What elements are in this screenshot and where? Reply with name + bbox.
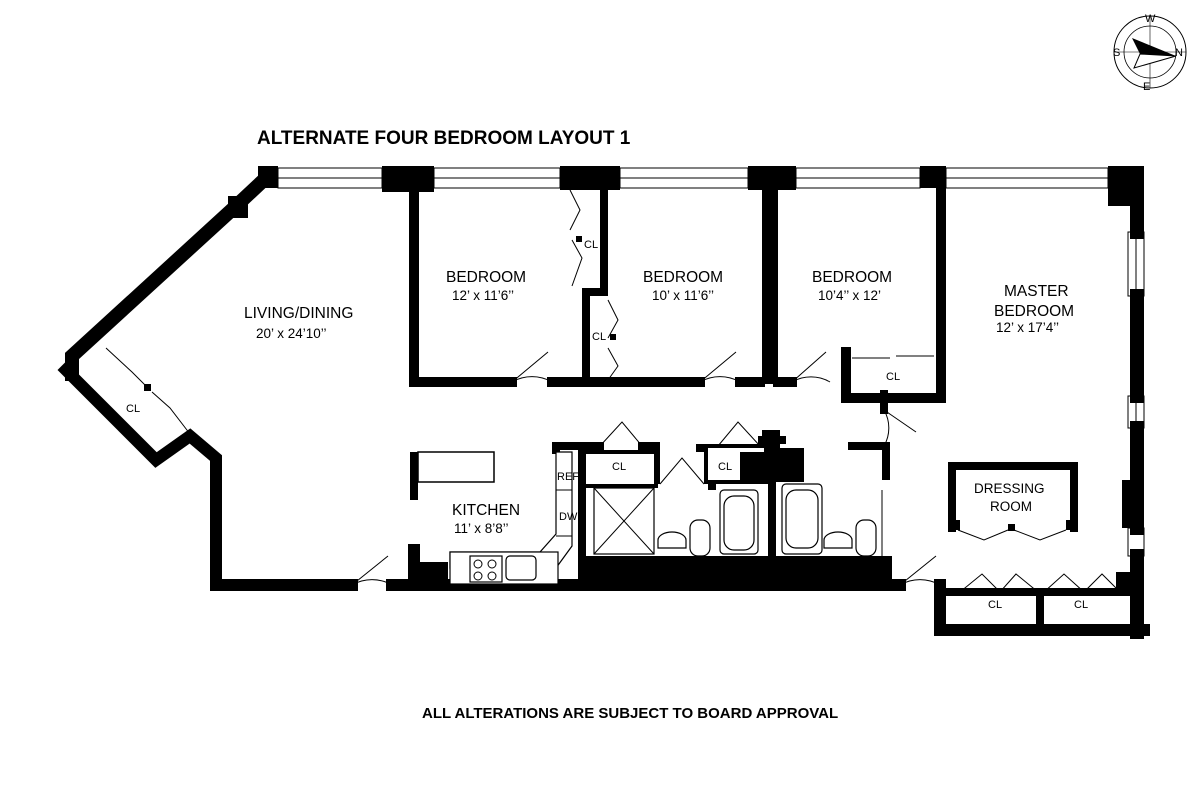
closet-label: CL [886, 371, 900, 383]
refrigerator-label: REF [557, 471, 579, 483]
master-bedroom-name-2: BEDROOM [994, 303, 1074, 320]
compass-east: E [1143, 81, 1150, 93]
kitchen-dim: 11’ x 8’8’’ [454, 521, 509, 536]
dishwasher-label: DW [559, 511, 578, 523]
room-labels: LIVING/DINING 20’ x 24’10’’ BEDROOM 12’ … [244, 269, 1074, 536]
closet-label: CL [1074, 599, 1088, 611]
interior-walls [408, 180, 1136, 634]
board-approval-note: ALL ALTERATIONS ARE SUBJECT TO BOARD APP… [422, 705, 838, 722]
compass-north: N [1175, 47, 1183, 59]
fixture-labels: CL CL CL CL CL CL CL CL REF DW [126, 239, 1088, 611]
closet-label: CL [612, 461, 626, 473]
living-dining-name: LIVING/DINING [244, 305, 353, 322]
bedroom2-name: BEDROOM [643, 269, 723, 286]
compass-needle [1132, 38, 1176, 56]
dressing-room-name-1: DRESSING [974, 481, 1045, 496]
compass-south: S [1113, 47, 1120, 59]
closet-label: CL [592, 331, 606, 343]
closet-label: CL [988, 599, 1002, 611]
plan-title: ALTERNATE FOUR BEDROOM LAYOUT 1 [257, 128, 631, 149]
master-bedroom-name-1: MASTER [1004, 283, 1069, 300]
bedroom3-dim: 10’4’’ x 12’ [818, 288, 881, 303]
compass-rose: W N S E [1113, 13, 1187, 93]
windows [277, 167, 1145, 557]
closet-label: CL [584, 239, 598, 251]
master-bedroom-dim: 12’ x 17’4’’ [996, 320, 1059, 335]
bedroom2-dim: 10’ x 11’6’’ [652, 288, 714, 303]
closet-label: CL [126, 403, 140, 415]
compass-west: W [1145, 13, 1156, 25]
doors [105, 189, 1121, 593]
kitchen-fixtures [449, 451, 573, 585]
dressing-room-name-2: ROOM [990, 499, 1032, 514]
bath-fixtures [593, 483, 883, 557]
bedroom1-dim: 12’ x 11’6’’ [452, 288, 514, 303]
bedroom3-name: BEDROOM [812, 269, 892, 286]
closet-label: CL [718, 461, 732, 473]
kitchen-name: KITCHEN [452, 502, 520, 519]
living-dining-dim: 20’ x 24’10’’ [256, 326, 327, 341]
bedroom1-name: BEDROOM [446, 269, 526, 286]
